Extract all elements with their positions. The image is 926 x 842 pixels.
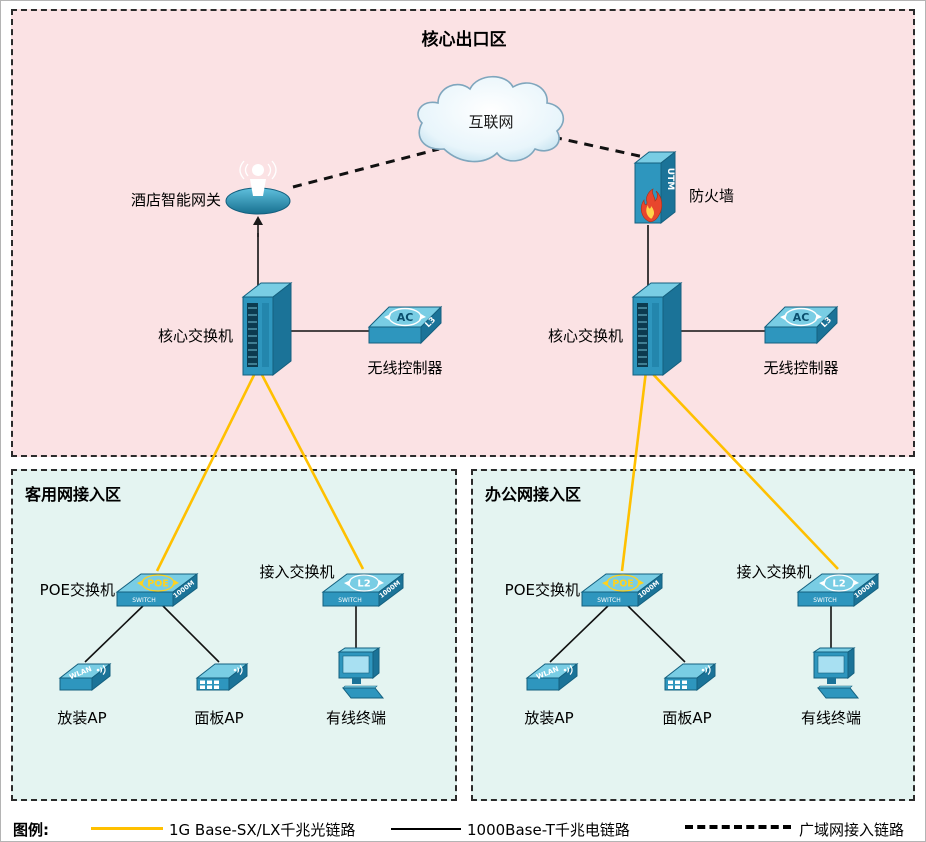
poe-switch-office-label: POE交换机 [504, 581, 580, 599]
ceiling-ap-guest-icon: WLAN [56, 656, 116, 696]
ceiling-ap-office-icon: WLAN [523, 656, 583, 696]
wireless-controller-left-icon: AC L3 [363, 297, 447, 349]
ac-text: AC [397, 311, 414, 324]
legend-wan-label: 广域网接入链路 [799, 821, 905, 839]
guest-access-zone [11, 469, 457, 801]
office-access-zone [471, 469, 915, 801]
firewall-label: 防火墙 [689, 187, 735, 205]
ceiling-ap-office-label: 放装AP [524, 709, 574, 727]
fiber-core-access-office [649, 370, 839, 570]
panel-grid-icon [668, 680, 687, 689]
switch-text: SWITCH [813, 597, 837, 604]
fiber-core-poe-office [620, 370, 648, 572]
wireless-controller-right-icon: AC L3 [759, 297, 843, 349]
wired-terminal-guest-label: 有线终端 [325, 709, 386, 727]
poe-switch-guest-icon: POE SWITCH 1000M [113, 566, 203, 612]
legend-fiber-label: 1G Base-SX/LX千兆光链路 [169, 821, 356, 839]
internet-cloud-icon: 互联网 [407, 67, 573, 173]
core-switch-left-icon [239, 279, 295, 379]
access-switch-office-icon: L2 SWITCH 1000M [794, 566, 884, 612]
ceiling-ap-guest-label: 放装AP [57, 709, 107, 727]
core-switch-right-label: 核心交换机 [547, 327, 623, 345]
wired-terminal-office-icon [806, 646, 862, 704]
poe-text: POE [612, 579, 634, 590]
gateway-icon [223, 159, 293, 237]
panel-ap-office-icon [661, 656, 721, 696]
panel-grid-icon [200, 680, 219, 689]
fiber-core-poe-guest [155, 370, 258, 572]
legend-fiber-line [91, 827, 163, 830]
legend-title: 图例: [13, 821, 49, 839]
wired-terminal-office-label: 有线终端 [800, 709, 861, 727]
ac-text: AC [793, 311, 810, 324]
l2-text: L2 [357, 579, 370, 590]
fiber-core-access-guest [258, 370, 365, 570]
core-switch-left-label: 核心交换机 [157, 327, 233, 345]
poe-text: POE [147, 579, 169, 590]
core-switch-right-icon [629, 279, 685, 379]
wlc-right-label: 无线控制器 [763, 359, 839, 377]
gateway-label: 酒店智能网关 [130, 191, 221, 209]
link-poe-ceilingap-office [549, 603, 611, 663]
switch-text: SWITCH [338, 597, 362, 604]
utm-text: UTM [665, 168, 675, 190]
link-poe-ceilingap-guest [84, 603, 146, 663]
office-zone-title: 办公网接入区 [485, 485, 582, 504]
switch-text: SWITCH [132, 597, 156, 604]
core-exit-zone [11, 9, 915, 457]
panel-ap-office-label: 面板AP [662, 709, 712, 727]
legend-copper-label: 1000Base-T千兆电链路 [467, 821, 630, 839]
access-switch-guest-label: 接入交换机 [259, 563, 335, 581]
wired-terminal-guest-icon [331, 646, 387, 704]
panel-ap-guest-icon [193, 656, 253, 696]
internet-label: 互联网 [468, 113, 513, 131]
link-poe-panelap-office [625, 603, 686, 663]
legend-copper-line [391, 828, 461, 830]
switch-text: SWITCH [597, 597, 621, 604]
legend-wan-line [685, 825, 791, 829]
poe-switch-guest-label: POE交换机 [39, 581, 115, 599]
l2-text: L2 [832, 579, 845, 590]
guest-zone-title: 客用网接入区 [25, 485, 122, 504]
panel-ap-guest-label: 面板AP [194, 709, 244, 727]
flame-icon [640, 188, 663, 223]
wan-link-cloud-firewall [552, 135, 654, 161]
poe-switch-office-icon: POE SWITCH 1000M [578, 566, 668, 612]
core-zone-title: 核心出口区 [421, 30, 507, 50]
access-switch-guest-icon: L2 SWITCH 1000M [319, 566, 409, 612]
wlc-left-label: 无线控制器 [367, 359, 443, 377]
firewall-icon: UTM [631, 149, 679, 231]
link-poe-panelap-guest [160, 603, 220, 663]
access-switch-office-label: 接入交换机 [736, 563, 812, 581]
